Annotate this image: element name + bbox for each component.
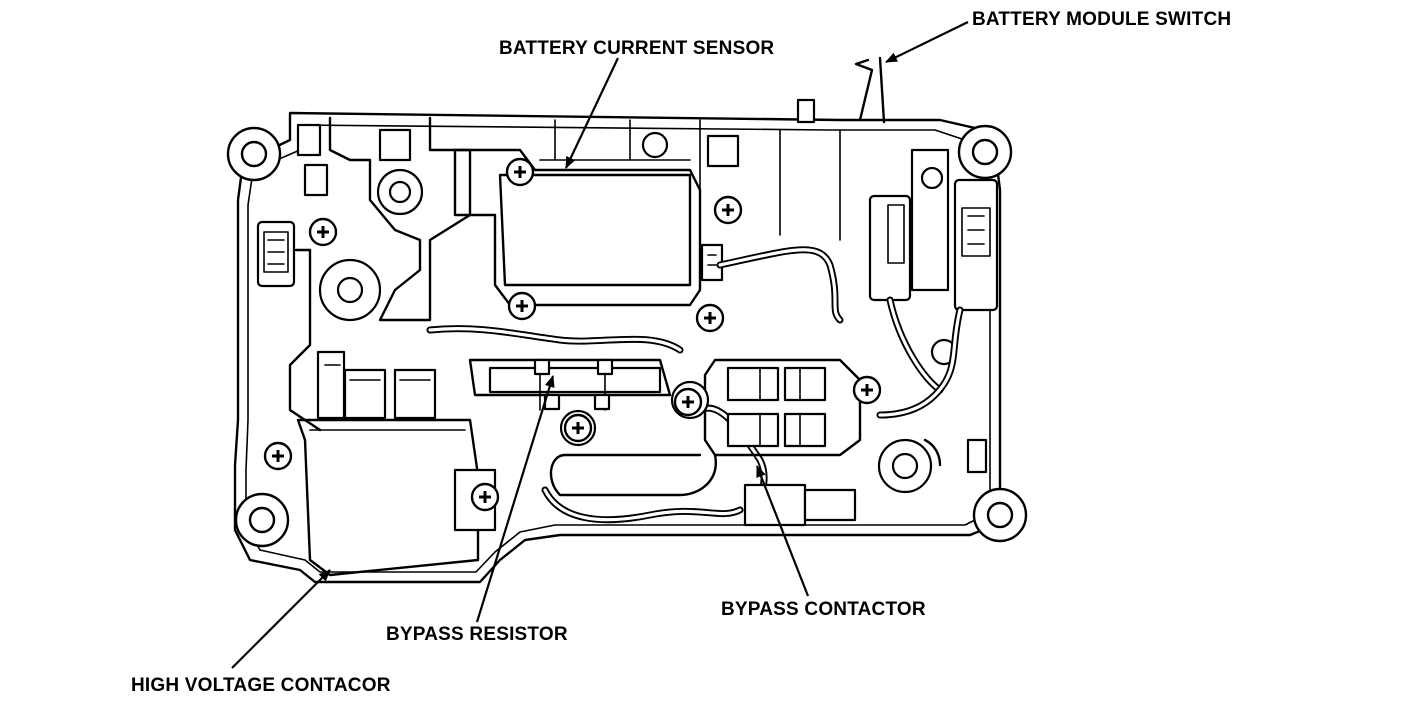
- screw-bypass-lower: [673, 387, 703, 417]
- leader-bypass-contactor: [755, 465, 810, 597]
- screw-sensor-top: [505, 157, 535, 187]
- housing-outline: [233, 111, 1002, 584]
- battery-module-switch-pin: [854, 56, 886, 124]
- mount-hole-top-right: [957, 124, 1013, 180]
- mount-hole-bottom-right: [972, 487, 1028, 543]
- leader-bypass-resistor: [475, 375, 555, 623]
- screw-contactor: [470, 482, 500, 512]
- mount-hole-top-left: [226, 126, 282, 182]
- label-battery-current-sensor: BATTERY CURRENT SENSOR: [499, 38, 775, 59]
- mount-hole-bottom-left: [234, 492, 290, 548]
- screw-bypass-contactor: [852, 375, 882, 405]
- leader-lines: [231, 21, 969, 669]
- label-bypass-contactor: BYPASS CONTACTOR: [721, 599, 926, 620]
- screw-sensor-bottom: [507, 291, 537, 321]
- label-bypass-resistor: BYPASS RESISTOR: [386, 624, 568, 645]
- screw-left-lower: [263, 441, 293, 471]
- leader-high-voltage-contactor: [231, 569, 331, 669]
- label-battery-module-switch: BATTERY MODULE SWITCH: [972, 9, 1232, 30]
- screw-left-upper: [308, 217, 338, 247]
- right-connectors: [868, 148, 999, 366]
- right-boss: [877, 438, 988, 494]
- screw-center: [695, 303, 725, 333]
- screw-sensor-right: [713, 195, 743, 225]
- leader-battery-current-sensor: [565, 57, 619, 169]
- battery-current-sensor-body: [453, 98, 841, 307]
- label-high-voltage-contactor: HIGH VOLTAGE CONTACOR: [131, 675, 391, 696]
- high-voltage-contactor-body: [296, 350, 497, 577]
- bypass-contactor-body: [549, 358, 862, 527]
- left-bracket: [256, 116, 472, 432]
- screw-resistor: [563, 413, 593, 443]
- leader-battery-module-switch: [885, 21, 969, 63]
